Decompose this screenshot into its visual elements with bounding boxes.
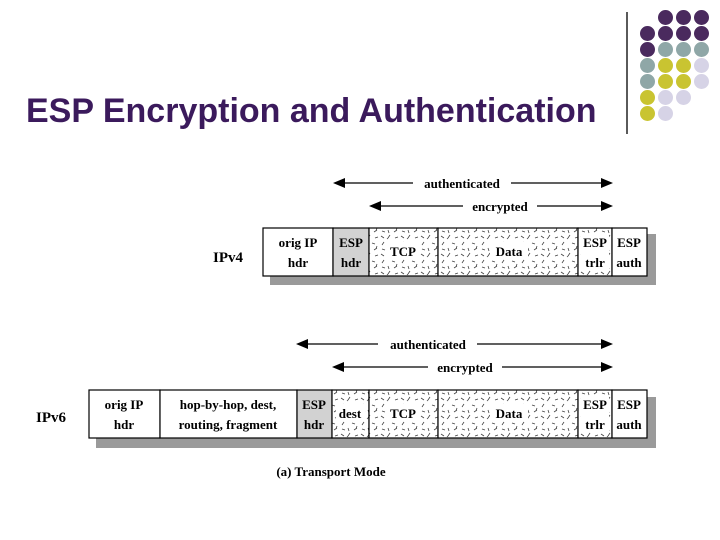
- decorative-dot: [658, 10, 673, 25]
- ipv6-field-sublabel: trlr: [585, 417, 605, 432]
- decorative-dot: [676, 26, 691, 41]
- ipv4-field-sublabel: hdr: [341, 255, 361, 270]
- decorative-dot: [676, 42, 691, 57]
- decorative-dot: [694, 74, 709, 89]
- title-divider: [626, 12, 628, 134]
- decorative-dot: [658, 106, 673, 121]
- decorative-dot: [694, 10, 709, 25]
- decorative-dot: [640, 74, 655, 89]
- ipv6-section: authenticated encrypted IPv6 orig IP hdr…: [36, 337, 656, 448]
- ipv4-section: authenticated encrypted IPv4 orig IP hdr…: [213, 176, 656, 285]
- ipv4-field-label: Data: [496, 244, 523, 259]
- decorative-dot: [640, 106, 655, 121]
- ipv6-field-label: ESP: [617, 397, 641, 412]
- decorative-dot: [694, 42, 709, 57]
- ipv4-encrypted-arrow: encrypted: [369, 199, 613, 214]
- ipv6-field-data: Data: [437, 389, 579, 439]
- ipv6-field-sublabel: auth: [616, 417, 642, 432]
- ipv6-authenticated-arrow: authenticated: [296, 337, 613, 352]
- ipv6-field-dest: dest: [331, 389, 370, 439]
- slide-title: ESP Encryption and Authentication: [26, 92, 597, 130]
- decorative-dot: [676, 10, 691, 25]
- ipv6-field-sublabel: routing, fragment: [179, 417, 278, 432]
- ipv6-field-label: hop-by-hop, dest,: [180, 397, 276, 412]
- ipv6-encrypted-label: encrypted: [437, 360, 493, 375]
- ipv4-field-label: ESP: [617, 235, 641, 250]
- decorative-dot: [640, 90, 655, 105]
- ipv4-field-esp-hdr: ESP hdr: [332, 227, 370, 277]
- ipv4-field-esp-auth: ESP auth: [611, 227, 648, 277]
- ipv4-field-tcp: TCP: [368, 227, 439, 277]
- ipv4-field-esp-trlr: ESP trlr: [577, 227, 613, 277]
- decorative-dot: [658, 42, 673, 57]
- ipv6-field-label: TCP: [390, 406, 416, 421]
- ipv4-authenticated-label: authenticated: [424, 176, 501, 191]
- decorative-dot: [640, 58, 655, 73]
- ipv4-field-orig-ip-hdr: orig IP hdr: [262, 227, 334, 277]
- ipv6-field-tcp: TCP: [368, 389, 439, 439]
- ipv6-field-label: orig IP: [105, 397, 144, 412]
- decorative-dot: [676, 58, 691, 73]
- ipv4-field-label: orig IP: [279, 235, 318, 250]
- ipv4-field-label: ESP: [583, 235, 607, 250]
- ipv6-field-sublabel: hdr: [304, 417, 324, 432]
- decorative-dot: [640, 42, 655, 57]
- ipv6-field-label: Data: [496, 406, 523, 421]
- decorative-dot: [676, 90, 691, 105]
- ipv4-field-sublabel: auth: [616, 255, 642, 270]
- ipv6-authenticated-label: authenticated: [390, 337, 467, 352]
- decorative-dot: [658, 74, 673, 89]
- diagram-caption: (a) Transport Mode: [276, 464, 386, 479]
- ipv6-field-orig-ip-hdr: orig IP hdr: [88, 389, 161, 439]
- ipv6-field-label: ESP: [583, 397, 607, 412]
- decorative-dot: [658, 58, 673, 73]
- ipv4-authenticated-arrow: authenticated: [333, 176, 613, 191]
- ipv6-field-sublabel: hdr: [114, 417, 134, 432]
- ipv6-label: IPv6: [36, 410, 67, 426]
- ipv4-field-data: Data: [437, 227, 579, 277]
- ipv6-field-label: dest: [339, 406, 362, 421]
- decorative-dot: [658, 26, 673, 41]
- decorative-dot: [658, 90, 673, 105]
- decorative-dot: [694, 26, 709, 41]
- decorative-dot: [676, 74, 691, 89]
- ipv6-field-esp-auth: ESP auth: [611, 389, 648, 439]
- decorative-dot: [640, 26, 655, 41]
- ipv4-field-sublabel: hdr: [288, 255, 308, 270]
- ipv6-field-esp-trlr: ESP trlr: [577, 389, 613, 439]
- decorative-dot-grid: [640, 10, 720, 121]
- ipv6-field-esp-hdr: ESP hdr: [296, 389, 333, 439]
- decorative-dot: [694, 58, 709, 73]
- ipv6-field-extension-headers: hop-by-hop, dest, routing, fragment: [159, 389, 298, 439]
- ipv6-field-label: ESP: [302, 397, 326, 412]
- ipv4-encrypted-label: encrypted: [472, 199, 528, 214]
- ipv4-label: IPv4: [213, 250, 244, 266]
- ipv4-field-label: TCP: [390, 244, 416, 259]
- ipv6-encrypted-arrow: encrypted: [332, 360, 613, 375]
- ipv4-field-sublabel: trlr: [585, 255, 605, 270]
- ipv4-field-label: ESP: [339, 235, 363, 250]
